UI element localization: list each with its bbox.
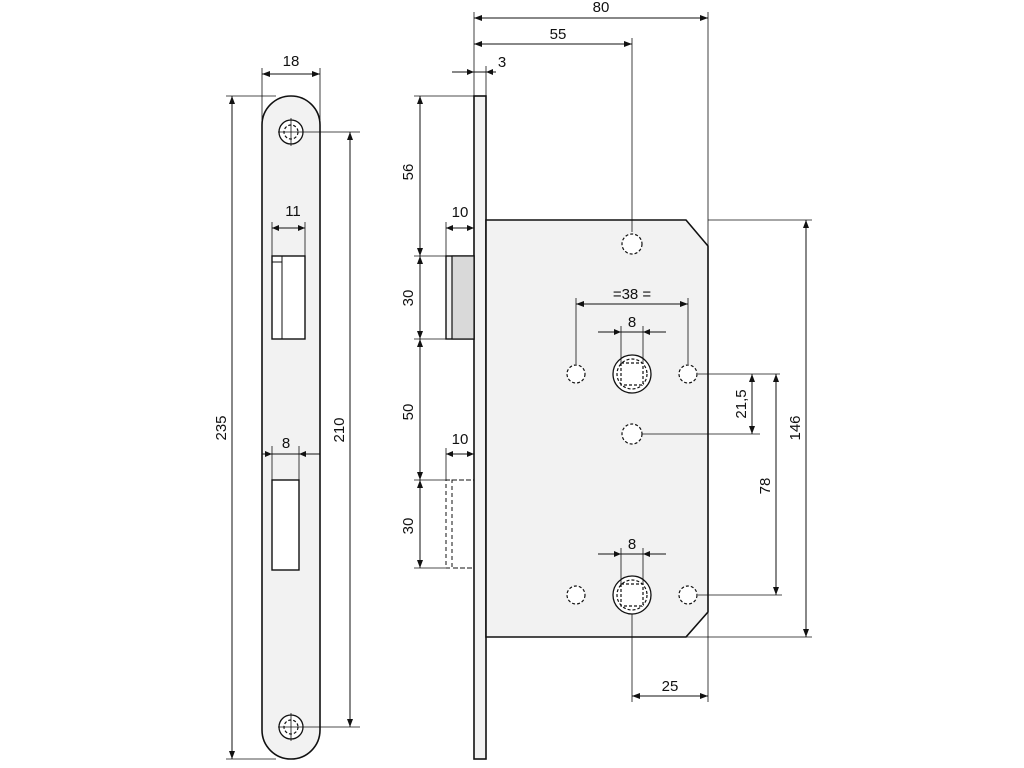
label-case-height: 146: [787, 415, 804, 440]
label-bolt-height: 30: [400, 518, 417, 535]
dim-bolt-slot-width: 8: [262, 435, 320, 480]
label-latch-slot-width: 11: [285, 203, 301, 220]
dim-total-depth: 80: [473, 0, 709, 246]
deadbolt: [445, 479, 475, 569]
follower-left-hole: [566, 364, 586, 384]
label-bolt-projection: 10: [452, 431, 469, 448]
dim-faceplate-length: 235: [213, 95, 276, 760]
label-hole-to-edge: 25: [662, 678, 679, 695]
cylinder-right-hole: [678, 585, 698, 605]
dim-case-height: 146: [686, 219, 812, 638]
label-follower-square: 8: [628, 314, 636, 331]
dim-fixing-hole-spacing: 210: [304, 131, 360, 728]
top-fixing-hole: [278, 118, 304, 146]
cylinder-square-hole: [612, 575, 652, 615]
dim-bolt-projection: 10: [445, 431, 474, 480]
label-latch-height: 30: [400, 290, 417, 307]
label-follower-offset: 21,5: [733, 389, 750, 418]
label-cylinder-square: 8: [628, 536, 636, 553]
label-backset: 55: [550, 26, 567, 43]
dim-latch-slot-width: 11: [271, 203, 306, 256]
dim-left-vertical-chain: 56 30 50 30: [400, 95, 474, 569]
label-latch-to-bolt: 50: [400, 404, 417, 421]
dim-follower-offset: 21,5: [642, 373, 780, 435]
label-total-depth: 80: [593, 0, 610, 16]
dim-cylinder-square: 8: [598, 536, 666, 584]
label-top-to-latch: 56: [400, 164, 417, 181]
faceplate-front-view: 18 11 8 235: [213, 53, 360, 760]
label-fixing-hole-spacing: 210: [331, 417, 348, 442]
follower-square-hole: [612, 354, 652, 394]
dim-hole-to-edge: 25: [631, 612, 709, 702]
label-hole-spacing: =38 =: [613, 286, 652, 303]
dim-faceplate-thickness: 3: [452, 54, 506, 96]
faceplate: [261, 95, 321, 760]
cylinder-left-hole: [566, 585, 586, 605]
dim-center-distance: 78: [698, 374, 782, 596]
case-top-hole: [621, 233, 643, 255]
dim-faceplate-width: 18: [261, 53, 321, 120]
label-center-distance: 78: [757, 478, 774, 495]
bolt-slot: [271, 479, 300, 571]
latch-slot: [271, 255, 306, 340]
lock-body-side-view: 80 55 3 10: [400, 0, 812, 760]
label-faceplate-length: 235: [213, 415, 230, 440]
label-latch-projection: 10: [452, 204, 469, 221]
faceplate-side: [473, 95, 487, 760]
latch-bolt: [445, 255, 475, 340]
dim-backset: 55: [474, 26, 633, 232]
label-faceplate-thickness: 3: [498, 54, 506, 71]
label-faceplate-width: 18: [283, 53, 300, 70]
dim-latch-projection: 10: [445, 204, 474, 256]
dim-follower-square: 8: [598, 314, 666, 362]
case-middle-hole: [621, 423, 643, 445]
follower-right-hole: [678, 364, 698, 384]
label-bolt-slot-width: 8: [282, 435, 290, 452]
bottom-fixing-hole: [278, 713, 304, 741]
lock-case: [485, 219, 709, 638]
dim-hole-spacing: =38 =: [575, 286, 689, 364]
